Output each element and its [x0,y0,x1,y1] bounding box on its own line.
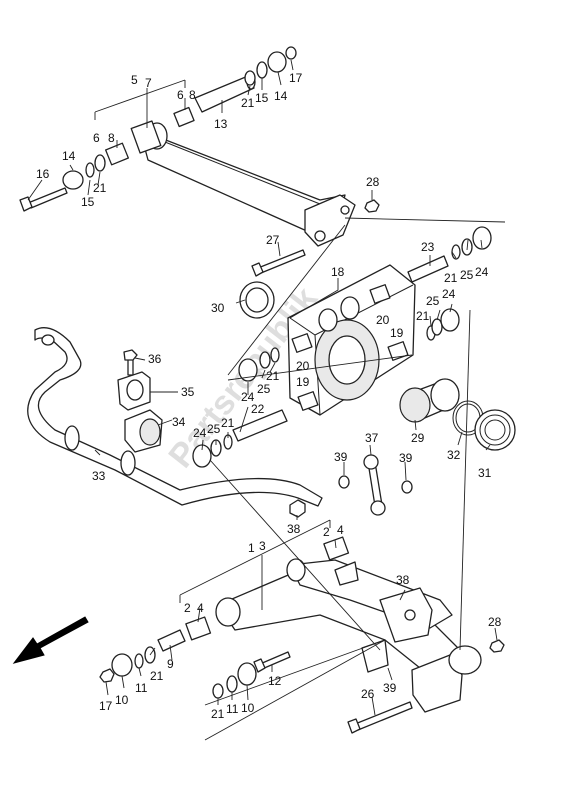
callout-16: 16 [36,167,50,181]
callout-11-center: 11 [226,702,239,716]
callout-28-lower: 28 [488,615,502,629]
callout-24-stab: 24 [241,390,255,404]
callout-22: 22 [251,402,265,416]
callout-36: 36 [148,352,162,366]
callout-21-stab-left: 21 [221,416,235,430]
callout-1: 1 [248,541,255,555]
callout-29: 29 [411,431,425,445]
callout-39-lower: 39 [383,681,397,695]
callout-6-lower: 6 [93,131,100,145]
callout-24-mid-right: 24 [442,287,456,301]
upper-arm-assembly [19,46,380,277]
callout-3: 3 [259,539,266,553]
callout-13: 13 [214,117,228,131]
callout-25-top-right: 25 [460,268,474,282]
callout-30: 30 [211,301,225,315]
callout-19-left: 19 [296,375,310,389]
callout-20-left: 20 [296,359,310,373]
callout-20-right: 20 [376,313,390,327]
callout-8-lower: 8 [108,131,115,145]
callout-39-right: 39 [399,451,413,465]
callout-12: 12 [268,674,282,688]
callout-4-upper: 4 [337,523,344,537]
callout-15-right: 15 [255,91,269,105]
callout-21-top-right: 21 [444,271,458,285]
callout-38-upper: 38 [287,522,301,536]
callout-2-upper: 2 [323,525,330,539]
callout-19-right: 19 [390,326,404,340]
callout-11-left: 11 [135,681,148,695]
callout-21-mid-right: 21 [416,309,430,323]
stabilizer-bar-assembly [27,327,413,518]
callout-15-left: 15 [81,195,95,209]
callout-8-upper: 8 [189,88,196,102]
callout-23: 23 [421,240,435,254]
callout-5: 5 [131,73,138,87]
callout-34: 34 [172,415,186,429]
callout-35: 35 [181,385,195,399]
callout-31: 31 [478,466,492,480]
callout-21-lower-center: 21 [211,707,225,721]
callout-14-left: 14 [62,149,76,163]
callout-32: 32 [447,448,461,462]
callout-24-stab-left: 24 [193,426,207,440]
callout-21-upper-right: 21 [241,96,255,110]
callout-33: 33 [92,469,106,483]
callout-9: 9 [167,657,174,671]
callout-21-lower-left: 21 [150,669,164,683]
callout-21-stab-right: 21 [266,369,280,383]
lower-arm-assembly [99,536,505,734]
front-direction-arrow [12,616,89,664]
callout-18: 18 [331,265,345,279]
callout-17-lower: 17 [99,699,113,713]
leader-lines [27,59,506,741]
callout-25-mid-right: 25 [426,294,440,308]
callout-4-lower: 4 [197,601,204,615]
callout-25-stab: 25 [257,382,271,396]
callout-37: 37 [365,431,379,445]
callout-labels: 5 7 6 8 6 8 14 16 21 15 13 21 15 14 17 2… [36,71,502,721]
callout-26: 26 [361,687,375,701]
callout-24-top-right: 24 [475,265,489,279]
callout-6-upper: 6 [177,88,184,102]
callout-27: 27 [266,233,280,247]
callout-7: 7 [145,76,152,90]
callout-17-upper: 17 [289,71,303,85]
callout-25-stab-left: 25 [207,422,221,436]
carrier-block-assembly [239,226,516,451]
callout-10-center: 10 [241,701,255,715]
callout-14-right: 14 [274,89,288,103]
callout-2-lower: 2 [184,601,191,615]
callout-38-lower: 38 [396,573,410,587]
callout-28-upper: 28 [366,175,380,189]
callout-39-left: 39 [334,450,348,464]
callout-10-left: 10 [115,693,129,707]
callout-21-upper-left: 21 [93,181,107,195]
